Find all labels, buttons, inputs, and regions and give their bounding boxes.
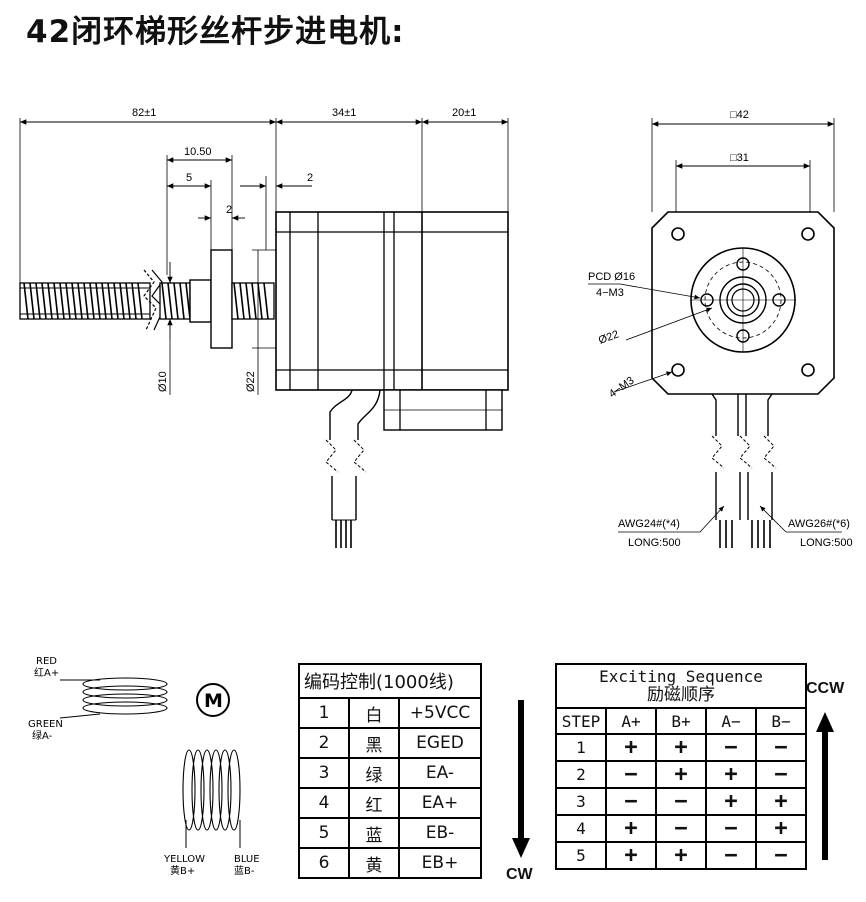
wire-green-cn: 绿A- [32,729,53,742]
ccw-label: CCW [806,680,845,697]
dim-2-shoulder: 2 [307,172,313,184]
dim-82: 82±1 [132,107,156,119]
front-view [588,118,842,548]
table-row: 2−++− [555,760,807,789]
wiring-diagram [59,677,241,848]
long-left: LONG:500 [628,537,681,549]
wire-yellow-cn: 黄B+ [170,864,195,877]
dim-pcd-thread: 4−M3 [596,287,624,299]
encoder-table-header: 编码控制(1000线) [298,663,482,699]
table-row: 4+−−+ [555,814,807,843]
dim-2-flange: 2 [226,204,232,216]
table-row: 5++−− [555,841,807,870]
wire-red-cn: 红A+ [34,666,59,679]
wire-blue: BLUE [234,854,260,865]
sequence-column-headers: STEP A+ B+ A− B− [555,707,807,735]
awg-left: AWG24#(*4) [618,518,680,530]
dim-20: 20±1 [452,107,476,119]
cw-arrow [512,700,530,858]
cw-label: CW [506,866,533,883]
dim-10-50: 10.50 [184,146,212,158]
dim-pcd: PCD Ø16 [588,271,635,283]
exciting-sequence-table: Exciting Sequence 励磁顺序 STEP A+ B+ A− B− … [555,663,807,870]
wire-red: RED [36,656,57,667]
dim-5: 5 [186,172,192,184]
dim-square-31: □31 [730,152,749,164]
motor-symbol: M [204,690,223,712]
wire-yellow: YELLOW [163,854,205,865]
dim-phi10: Ø10 [157,371,169,392]
long-right: LONG:500 [800,537,853,549]
table-row: 1++−− [555,733,807,762]
sequence-table-header: Exciting Sequence 励磁顺序 [555,663,807,709]
side-view [19,118,509,548]
wire-blue-cn: 蓝B- [234,865,255,877]
table-row: 3−−++ [555,787,807,816]
page-title: 42闭环梯形丝杆步进电机: [26,14,405,50]
dim-34: 34±1 [332,107,356,119]
dim-phi22-side: Ø22 [245,371,257,392]
awg-right: AWG26#(*6) [788,518,850,530]
dim-corner-thread: 4−M3 [607,375,637,401]
dim-phi22-front: Ø22 [597,328,621,346]
dim-square-42: □42 [730,109,749,121]
wire-green: GREEN [28,719,63,730]
ccw-arrow [816,712,834,860]
